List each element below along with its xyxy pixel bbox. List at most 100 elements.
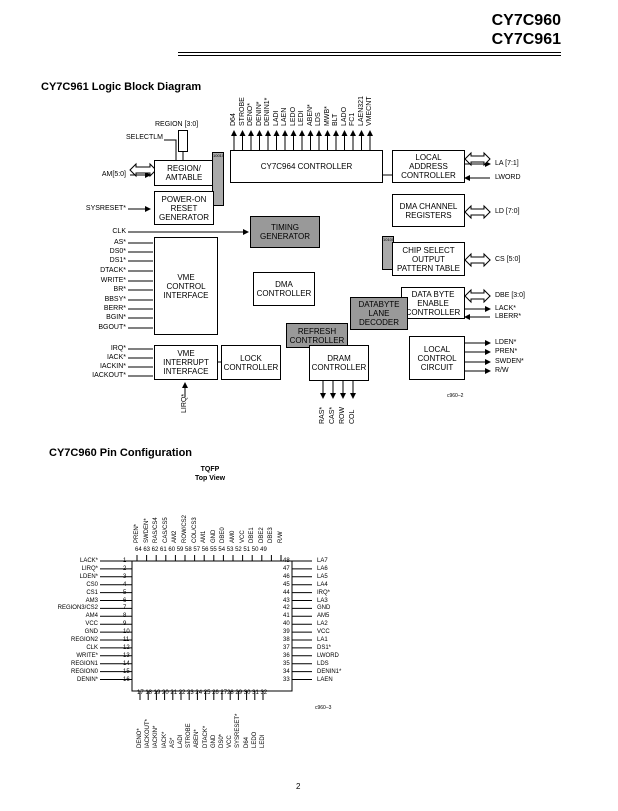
left-pin-number: 8 bbox=[123, 613, 127, 620]
lock-controller-block: LOCK CONTROLLER bbox=[221, 345, 281, 380]
top-pin-numbers: 64 63 62 61 60 59 58 57 56 55 54 53 52 5… bbox=[135, 547, 267, 553]
refresh-controller-block: REFRESH CONTROLLER bbox=[286, 323, 348, 348]
lack-label: LACK* bbox=[495, 305, 517, 312]
controller-signal-label: D64 bbox=[230, 113, 237, 126]
right-pin-number: 34 bbox=[283, 668, 290, 675]
dram-signal-label: COL bbox=[349, 409, 356, 424]
local-signal-label: R/W bbox=[495, 367, 509, 374]
bit-pattern-1: 10010011011 bbox=[212, 152, 224, 206]
vme-signal-label: BERR* bbox=[103, 305, 126, 312]
right-pin-label: LA7 bbox=[317, 558, 328, 564]
top-pin-label: AM2 bbox=[172, 530, 179, 543]
tqfp-body bbox=[131, 560, 293, 692]
bottom-pin-label: DTACK* bbox=[202, 725, 209, 748]
region-input-label: REGION [3:0] bbox=[155, 121, 199, 128]
right-pin-number: 45 bbox=[283, 581, 290, 588]
vme-signal-label: WRITE* bbox=[100, 277, 126, 284]
top-pin-label: AM0 bbox=[230, 530, 236, 543]
bottom-pin-label: DENO* bbox=[137, 728, 143, 748]
controller-signal-label: DENO* bbox=[247, 103, 254, 126]
vme-signal-label: DS1* bbox=[109, 257, 126, 264]
power-on-reset-block: POWER-ON RESET GENERATOR bbox=[154, 191, 214, 225]
dram-controller-block: DRAM CONTROLLER bbox=[309, 345, 369, 381]
left-pin-number: 15 bbox=[123, 668, 130, 675]
dram-signal-label: ROW bbox=[339, 406, 346, 424]
left-pin-number: 12 bbox=[123, 644, 130, 651]
data-byte-enable-controller-block: DATA BYTE ENABLE CONTROLLER bbox=[401, 287, 465, 319]
top-pin-label: COL/CS3 bbox=[191, 517, 198, 543]
left-pin-number: 6 bbox=[123, 597, 127, 604]
controller-signal-label: LDS bbox=[315, 112, 322, 126]
right-pin-label: LA4 bbox=[317, 581, 328, 588]
bottom-pin-label: STROBE bbox=[186, 723, 193, 748]
left-pin-label: CS0 bbox=[86, 581, 98, 588]
right-pin-number: 36 bbox=[283, 652, 290, 659]
local-signal-label: PREN* bbox=[495, 348, 518, 355]
bottom-pin-label: SYSRESET* bbox=[235, 713, 242, 748]
controller-signal-label: DENIN1* bbox=[264, 97, 271, 126]
vme-signal-label: DTACK* bbox=[100, 267, 126, 274]
timing-generator-block: TIMING GENERATOR bbox=[250, 216, 320, 248]
header-rule-2 bbox=[178, 55, 561, 56]
right-pin-number: 35 bbox=[283, 660, 290, 667]
bottom-pin-label: LEDI bbox=[260, 734, 266, 748]
clk-label: CLK bbox=[112, 228, 126, 235]
sysreset-label: SYSRESET* bbox=[85, 205, 126, 212]
left-pin-label: REGION1 bbox=[70, 660, 98, 667]
right-pin-label: IRQ* bbox=[317, 589, 331, 596]
controller-signal-label: VMECNT bbox=[366, 96, 373, 126]
local-control-circuit-block: LOCAL CONTROL CIRCUIT bbox=[409, 336, 465, 380]
right-pin-label: LA6 bbox=[317, 565, 328, 572]
local-signal-label: LDEN* bbox=[495, 339, 517, 346]
cs-label: CS [5:0] bbox=[495, 256, 521, 263]
databyte-lane-decoder-block: DATABYTE LANE DECODER bbox=[350, 297, 408, 330]
vme-interrupt-interface-block: VME INTERRUPT INTERFACE bbox=[154, 345, 218, 380]
left-pin-number: 9 bbox=[123, 621, 127, 628]
right-pin-number: 41 bbox=[283, 613, 290, 620]
controller-signal-label: BLT bbox=[332, 113, 339, 126]
right-pin-number: 46 bbox=[283, 573, 290, 580]
selectlm-label: SELECTLM bbox=[126, 134, 163, 141]
left-pin-number: 11 bbox=[123, 637, 130, 643]
ld-label: LD [7:0] bbox=[495, 208, 520, 215]
bottom-pin-numbers: 17 18 19 20 21 22 23 24 25 26 2728 29 30… bbox=[137, 690, 268, 696]
vme-signal-label: AS* bbox=[113, 239, 126, 246]
left-pin-label: VCC bbox=[85, 621, 98, 628]
controller-signal-label: LADO bbox=[340, 106, 348, 126]
vme-signal-label: BBSY* bbox=[104, 296, 126, 303]
bottom-pin-label: D64 bbox=[243, 736, 250, 748]
right-pin-label: GND bbox=[317, 605, 331, 612]
figure-id-1: c960–2 bbox=[447, 393, 464, 399]
top-pin-label: R/W bbox=[278, 531, 284, 543]
controller-signal-label: DENIN* bbox=[255, 101, 263, 126]
vme-signal-label: BGOUT* bbox=[98, 324, 126, 331]
lberr-label: LBERR* bbox=[495, 313, 522, 320]
left-pin-label: GND bbox=[84, 629, 98, 636]
irq-signal-label: IACKIN* bbox=[99, 363, 126, 370]
top-pin-label: SWDEN* bbox=[143, 518, 150, 543]
top-pin-label: DBE1 bbox=[249, 527, 256, 543]
top-pin-label: RAS/CS4 bbox=[153, 517, 160, 543]
top-pin-label: GND bbox=[210, 529, 217, 543]
cy7c964-controller-block: CY7C964 CONTROLLER bbox=[230, 150, 383, 183]
dram-signal-label: RAS* bbox=[319, 406, 326, 424]
right-pin-number: 37 bbox=[283, 644, 290, 651]
left-pin-label: AM4 bbox=[85, 613, 98, 620]
left-pin-label: CS1 bbox=[86, 589, 98, 596]
bottom-pin-label: VCC bbox=[227, 735, 234, 748]
left-pin-number: 2 bbox=[123, 565, 127, 572]
left-pin-number: 5 bbox=[123, 589, 127, 596]
right-pin-number: 40 bbox=[283, 621, 290, 628]
top-pin-label: CAS/CS5 bbox=[162, 517, 169, 543]
bottom-pin-label: AS* bbox=[169, 737, 176, 748]
vme-signal-label: BGIN* bbox=[106, 314, 126, 321]
dram-signal-label: CAS* bbox=[329, 406, 336, 424]
local-signal-label: SWDEN* bbox=[495, 358, 524, 365]
right-pin-label: LWORD bbox=[317, 652, 339, 659]
chip-select-pattern-table-block: CHIP SELECT OUTPUT PATTERN TABLE bbox=[392, 242, 465, 276]
right-pin-label: LA1 bbox=[317, 637, 328, 643]
left-pin-label: REGION2 bbox=[70, 637, 98, 643]
controller-signal-label: LADI bbox=[272, 110, 280, 126]
la-label: LA [7:1] bbox=[495, 160, 519, 167]
